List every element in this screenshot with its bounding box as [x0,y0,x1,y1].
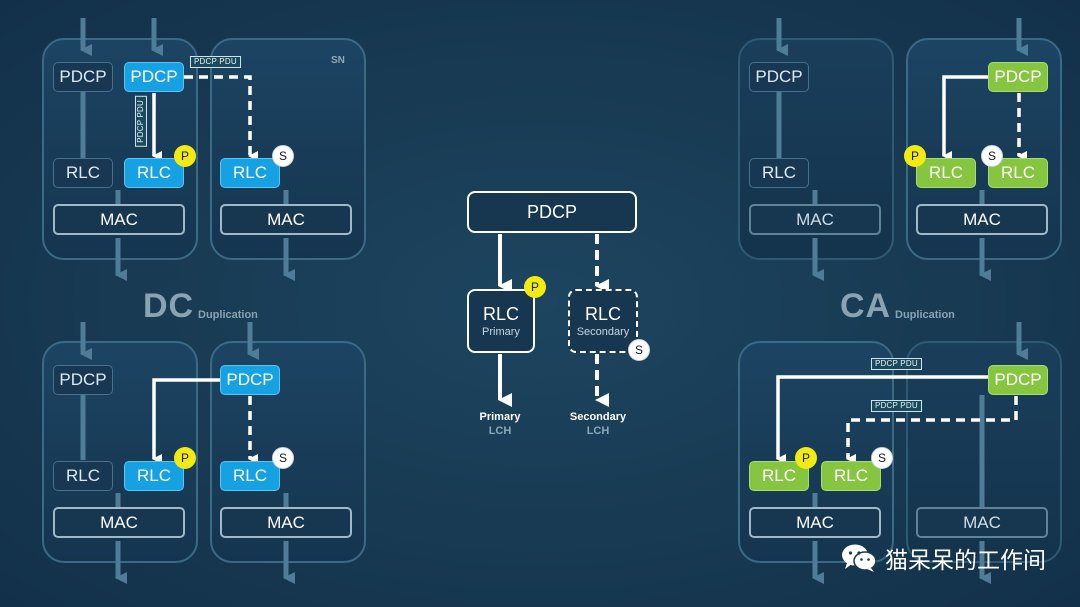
ca-bottom-left-mac: MAC [749,507,881,538]
ca-subtitle: Duplication [895,309,955,321]
center-rlc-primary: RLC Primary [467,289,535,353]
ca-top-rlc-primary: RLC [916,158,976,188]
ca-bottom-pdcp-active: PDCP [988,365,1048,395]
ca-bottom-primary-badge: P [795,447,817,469]
dc-subtitle: Duplication [198,309,258,321]
ca-pdu-tag-dashed: PDCP PDU [871,400,922,412]
dc-top-mn-rlc-primary: RLC [124,158,184,188]
grey-flow-arrows [80,18,1028,584]
center-rlc-secondary-sub: Secondary [576,326,630,338]
ca-top-left-rlc-idle: RLC [749,158,809,188]
center-rlc-secondary: RLC Secondary [568,289,638,353]
ca-top-secondary-badge: S [981,145,1003,167]
ca-top-right-mac: MAC [916,204,1048,235]
white-flow-arrows [152,75,1027,464]
primary-lch-top: Primary [479,411,521,423]
dc-top-mn-mac: MAC [53,204,185,235]
secondary-lch-top: Secondary [569,411,627,423]
center-secondary-badge: S [628,339,650,361]
dc-top-mn-rlc-idle: RLC [53,158,113,188]
dc-top-mn-pdcp-idle: PDCP [53,62,113,92]
dc-bottom-secondary-badge: S [272,447,294,469]
ca-bottom-right-mac: MAC [916,507,1048,538]
secondary-lch-bottom: LCH [586,425,610,437]
center-rlc-secondary-label: RLC [584,304,621,324]
ca-title: CA [840,287,892,325]
ca-bottom-rlc-secondary: RLC [821,461,881,491]
dc-bottom-sn-mac: MAC [220,507,352,538]
center-pdcp: PDCP [467,191,637,233]
dc-pdu-tag-vertical: PDCP PDU [135,96,147,147]
brand-watermark: 猫呆呆的工作间 [841,541,1046,575]
dc-title: DC [143,287,195,325]
dc-top-primary-badge: P [174,145,196,167]
ca-pdu-tag-solid: PDCP PDU [871,358,922,370]
dc-bottom-primary-badge: P [174,447,196,469]
center-primary-badge: P [524,276,546,298]
ca-top-pdcp-active: PDCP [988,62,1048,92]
ca-top-left-mac: MAC [749,204,881,235]
ca-bottom-secondary-badge: S [871,447,893,469]
dc-top-mn-pdcp-active: PDCP [124,62,184,92]
primary-lch-label: Primary LCH [470,410,530,438]
ca-top-primary-badge: P [904,145,926,167]
dc-bottom-sn-rlc-secondary: RLC [220,461,280,491]
dc-top-sn-mac: MAC [220,204,352,235]
primary-lch-bottom: LCH [488,425,512,437]
wechat-icon [841,543,877,573]
ca-top-left-pdcp-idle: PDCP [749,62,809,92]
secondary-lch-label: Secondary LCH [562,410,634,438]
dc-top-secondary-badge: S [272,145,294,167]
dc-bottom-mn-rlc-primary: RLC [124,461,184,491]
sn-label: SN [331,55,345,66]
dc-bottom-mn-pdcp-idle: PDCP [53,365,113,395]
brand-text: 猫呆呆的工作间 [885,548,1046,574]
dc-pdu-tag-horizontal: PDCP PDU [190,56,241,68]
dc-bottom-mn-mac: MAC [53,507,185,538]
center-rlc-primary-label: RLC [482,304,519,324]
dc-bottom-sn-pdcp-active: PDCP [220,365,280,395]
dc-top-sn-rlc-secondary: RLC [220,158,280,188]
dc-bottom-mn-rlc-idle: RLC [53,461,113,491]
center-rlc-primary-sub: Primary [482,326,520,338]
